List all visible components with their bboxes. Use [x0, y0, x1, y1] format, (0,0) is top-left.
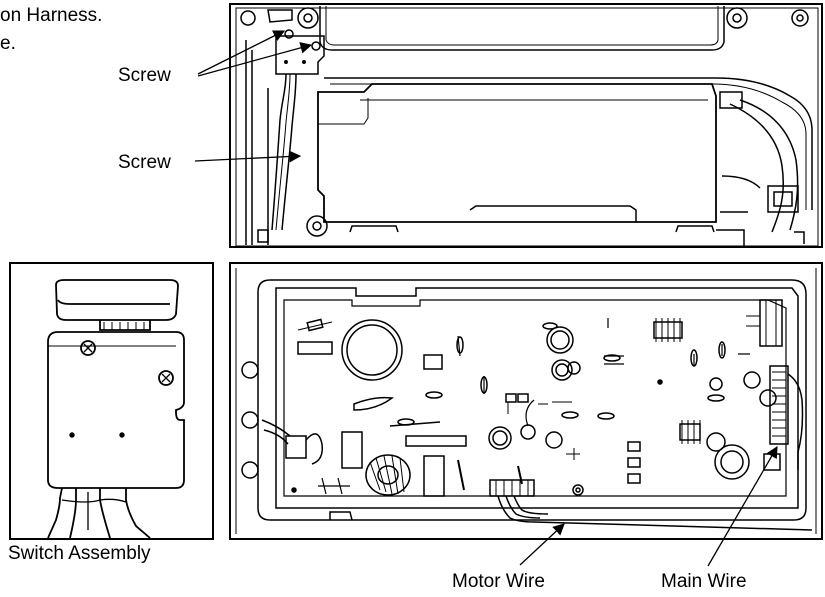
bottom-panel-control-board	[229, 262, 823, 540]
screw-arrow-2	[197, 42, 313, 77]
callout-arrows	[194, 30, 778, 567]
intro-text-line-1: on Harness.	[0, 5, 103, 26]
main-wire-arrow	[707, 445, 778, 567]
motor-wire-label: Motor Wire	[452, 571, 545, 592]
screw-arrow-1	[197, 30, 286, 75]
switch-assembly-detail	[9, 262, 214, 540]
motor-wire-arrow	[519, 523, 565, 566]
switch-assembly-caption: Switch Assembly	[8, 543, 151, 564]
screw-arrow-3	[194, 150, 302, 163]
screw-label-mid: Screw	[118, 152, 171, 173]
main-wire-label: Main Wire	[661, 571, 747, 592]
top-panel-housing	[229, 3, 823, 248]
intro-text-line-2: e.	[0, 33, 16, 54]
screw-label-top: Screw	[118, 65, 171, 86]
